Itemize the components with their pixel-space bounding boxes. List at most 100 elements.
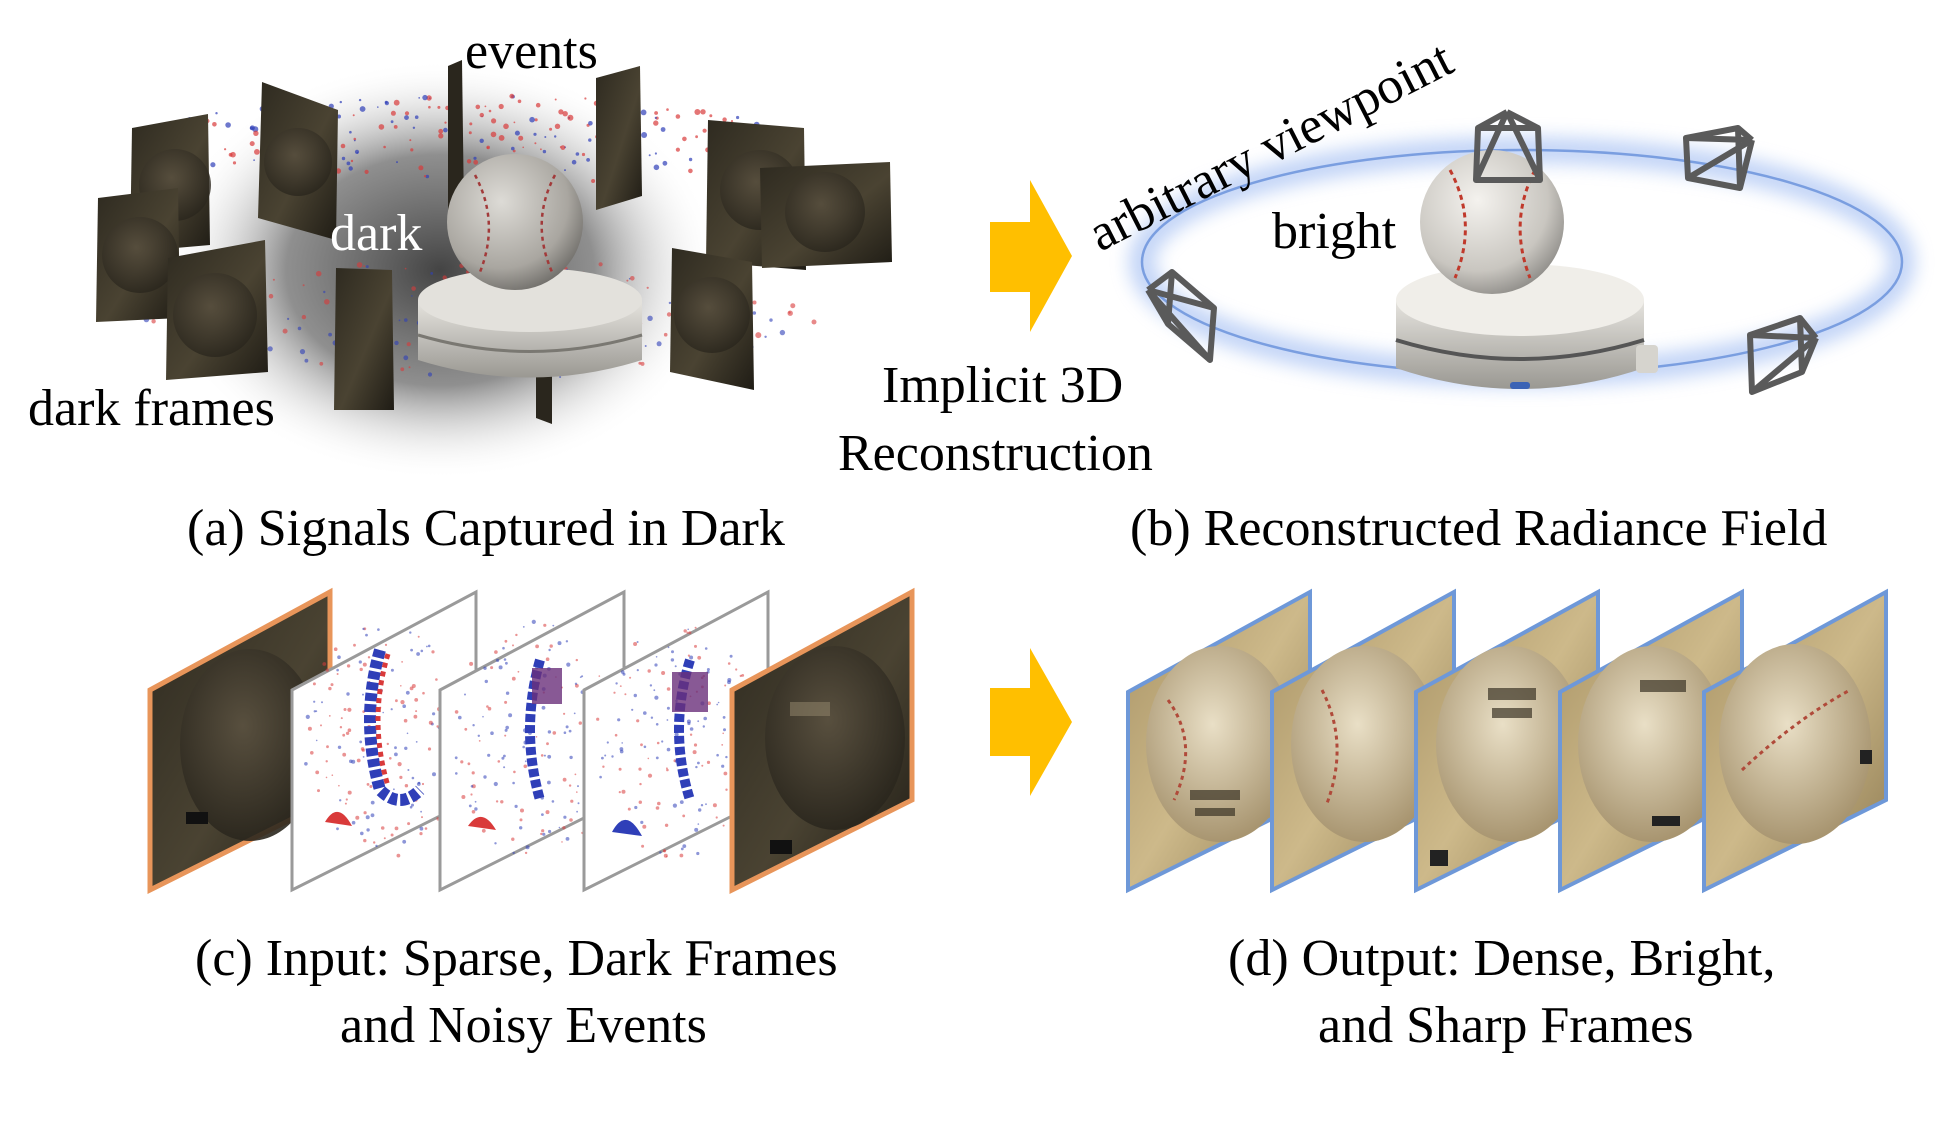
event-point [666,747,671,752]
event-point [562,777,567,782]
event-point [415,710,418,713]
event-point [788,311,791,314]
event-point [577,785,579,788]
event-point [647,757,650,760]
event-point [627,807,631,811]
event-point [344,802,347,805]
event-point [362,693,364,696]
event-point [502,646,505,650]
event-point [680,847,684,851]
event-point [567,114,574,121]
event-point [693,743,698,747]
event-point [420,649,424,653]
event-point [626,279,629,282]
event-point [655,656,658,658]
event-point [647,669,651,673]
event-point [471,771,475,775]
event-point [390,110,396,116]
event-point [568,784,572,787]
event-point [660,127,666,132]
event-point [541,705,546,710]
event-point [426,645,428,648]
event-point [394,826,399,831]
event-point [700,804,704,807]
event-point [599,775,602,779]
event-point [362,627,365,631]
event-point [579,676,582,678]
event-point [503,658,507,661]
event-point [624,693,627,696]
event-point [505,661,508,665]
event-point [504,700,508,704]
event-point [320,724,322,727]
event-point [425,174,430,179]
event-point [346,664,351,668]
event-point [352,114,355,117]
event-point [687,654,691,657]
event-point [312,682,316,686]
event-point [565,725,569,729]
event-point [524,760,527,763]
event-point [703,716,707,721]
event-point [437,105,441,109]
event-point [394,340,399,346]
event-point [400,700,405,705]
event-point [640,109,647,116]
arrow-top: Implicit 3D Reconstruction [838,180,1153,482]
event-frame [438,589,626,893]
event-point [249,141,255,147]
event-point [470,785,474,788]
event-point [622,672,626,676]
event-point [518,135,524,141]
event-point [540,148,542,151]
event-point [615,682,618,685]
camera-frustum-icon [1683,125,1755,191]
event-point [621,789,626,794]
event-point [790,303,796,309]
event-point [614,733,618,737]
event-point [436,725,439,728]
event-point [504,639,508,643]
event-point [424,827,428,830]
event-point [638,800,642,804]
event-point [375,844,378,848]
event-point [404,267,407,270]
event-point [487,753,491,757]
arrow-label-line1: Implicit 3D [882,357,1123,414]
event-point [417,635,420,638]
event-point [421,816,423,819]
event-point [557,641,562,646]
event-point [330,683,334,687]
event-point [701,764,704,767]
event-point [339,726,343,729]
event-point [378,124,385,130]
event-point [324,299,330,305]
event-point [310,751,314,755]
event-point [455,772,458,775]
event-point [525,845,530,850]
event-point [414,698,419,702]
event-point [358,660,362,664]
event-point [578,721,582,725]
event-point [498,135,505,141]
event-point [426,95,432,101]
event-point [619,685,622,687]
event-point [413,714,418,719]
event-point [513,770,516,774]
event-point [811,319,817,325]
event-point [511,146,515,151]
event-point [363,265,365,267]
event-point [571,159,577,165]
event-point [341,156,346,161]
event-point [638,767,642,771]
event-point [654,111,658,115]
event-point [519,826,523,830]
event-point [666,706,670,710]
event-point [712,803,717,808]
baseball-dark [447,154,583,290]
event-point [655,756,659,760]
event-point [695,765,698,769]
event-point [702,128,707,133]
turntable-stand-dark [417,268,643,378]
event-point [722,824,725,827]
